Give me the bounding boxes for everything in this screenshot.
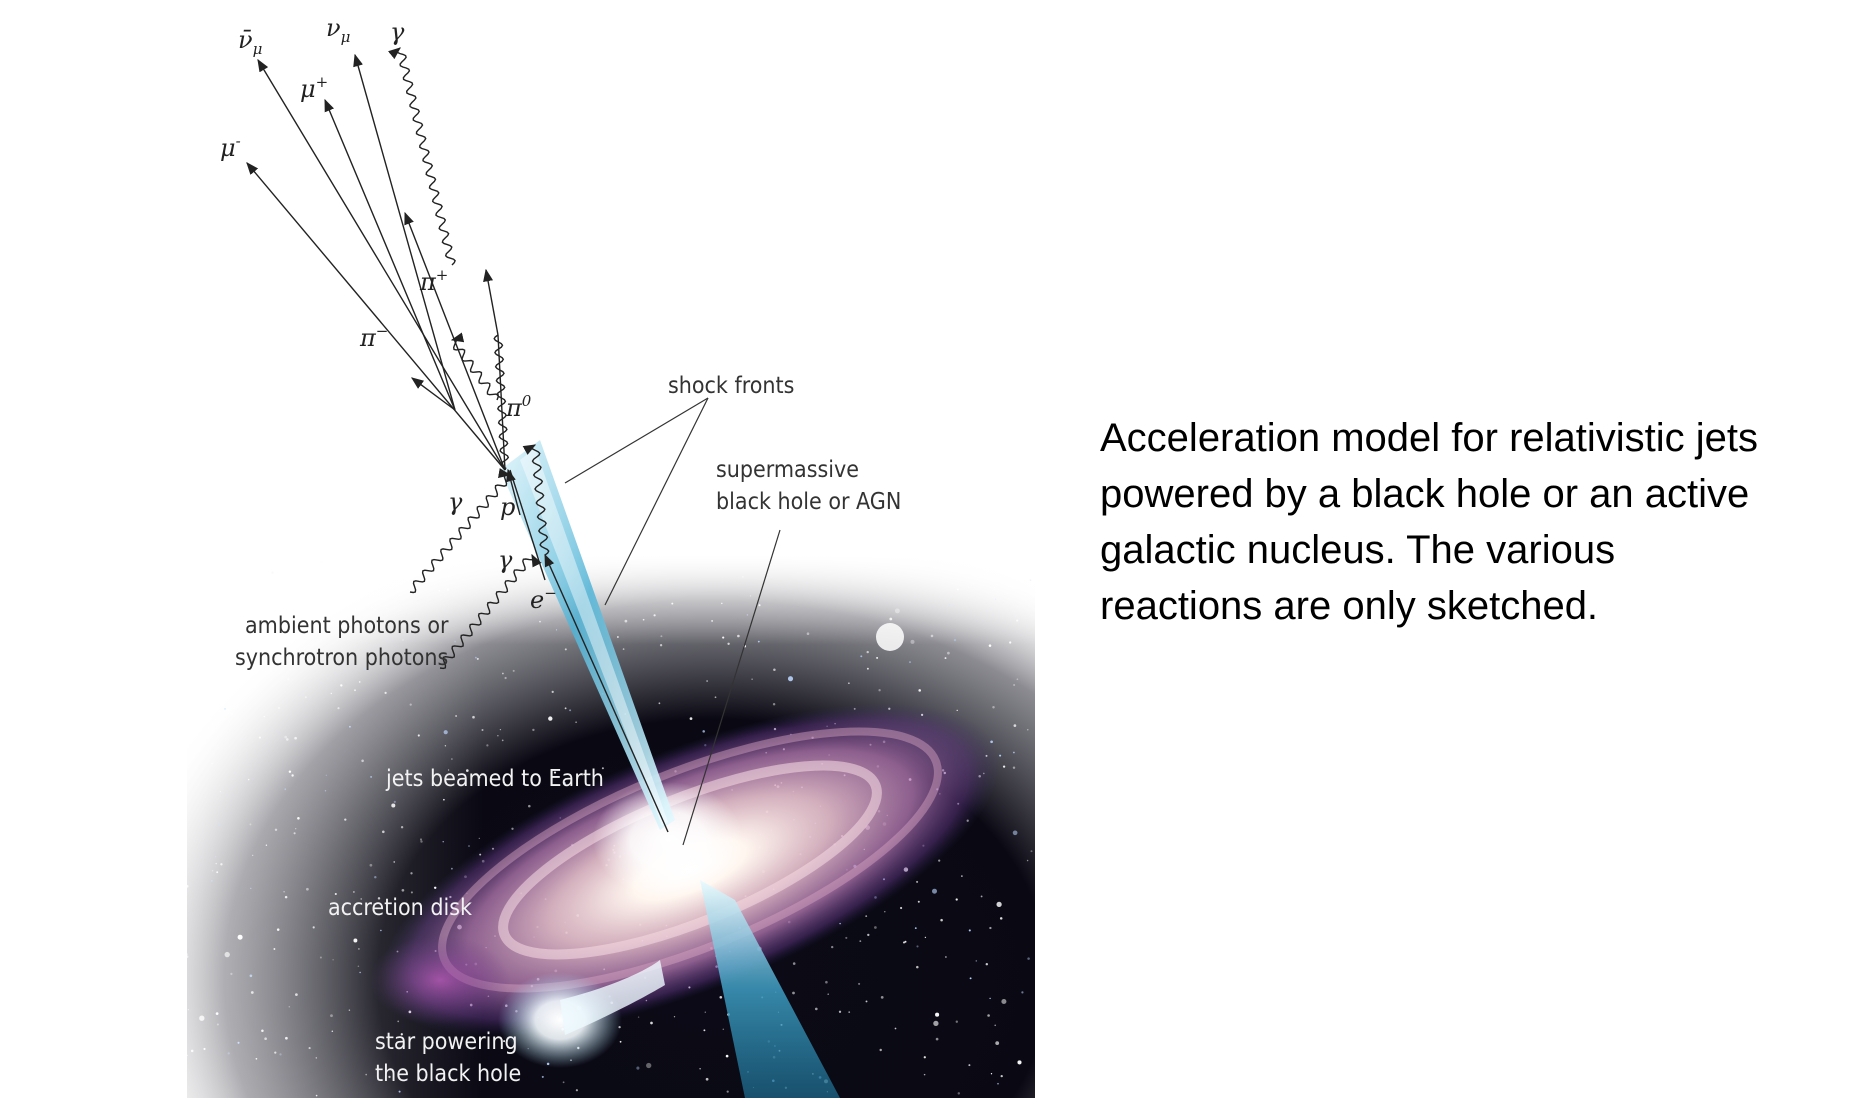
electron-track [544,553,669,833]
gamma-top-wave [388,47,456,266]
label-star-line1: star powering [375,1029,518,1055]
main-jet [500,440,675,830]
symbol-pi-plus: π+ [419,266,448,296]
symbol-electron: e− [530,584,557,614]
symbol-gamma-1: γ [448,488,463,516]
label-pointers [564,397,781,846]
pi-plus-arrow [483,268,499,336]
symbol-pi-zero: π0 [505,392,532,422]
label-ambient-line1: ambient photons or [245,613,449,639]
pi-minus-arrow [410,377,456,411]
symbol-pi-minus: π− [359,322,388,352]
pi0-gamma-wave [450,332,499,401]
symbol-mu-minus: μ- [220,132,241,162]
ambient-gamma-1-wave [409,468,512,594]
electron-gamma-wave [522,444,550,556]
symbol-gamma-top: γ [390,18,405,46]
label-shock-fronts: shock fronts [668,373,794,399]
label-accretion-disk: accretion disk [328,895,472,921]
symbol-nu-mu: νμ [326,14,350,46]
label-jets: jets beamed to Earth [385,766,604,792]
symbol-proton: p [500,493,515,521]
symbol-gamma-2: γ [498,546,513,574]
reaction-sketch [246,47,669,833]
symbol-nubar-mu: ν̄μ [238,26,262,58]
label-smbh-line2: black hole or AGN [716,489,901,515]
mu-plus-track [324,98,456,411]
nu-mu-track [353,53,456,411]
diagram-labels: shock fronts supermassive black hole or … [235,373,901,1087]
mu-minus-track [246,162,506,471]
symbol-mu-plus: μ+ [300,73,328,103]
pi-plus-track [404,211,506,471]
label-smbh-line1: supermassive [716,457,859,483]
figure-caption: Acceleration model for relativistic jets… [1100,416,1759,628]
label-ambient-line2: synchrotron photons [235,645,448,671]
particle-symbols: ν̄μ νμ γ μ+ μ- π+ π− π0 γ γ p e− [220,14,557,614]
nubar-mu-track [257,58,506,471]
label-star-line2: the black hole [375,1061,521,1087]
pi0-wave [493,334,510,471]
ambient-gamma-2-wave [439,553,542,670]
